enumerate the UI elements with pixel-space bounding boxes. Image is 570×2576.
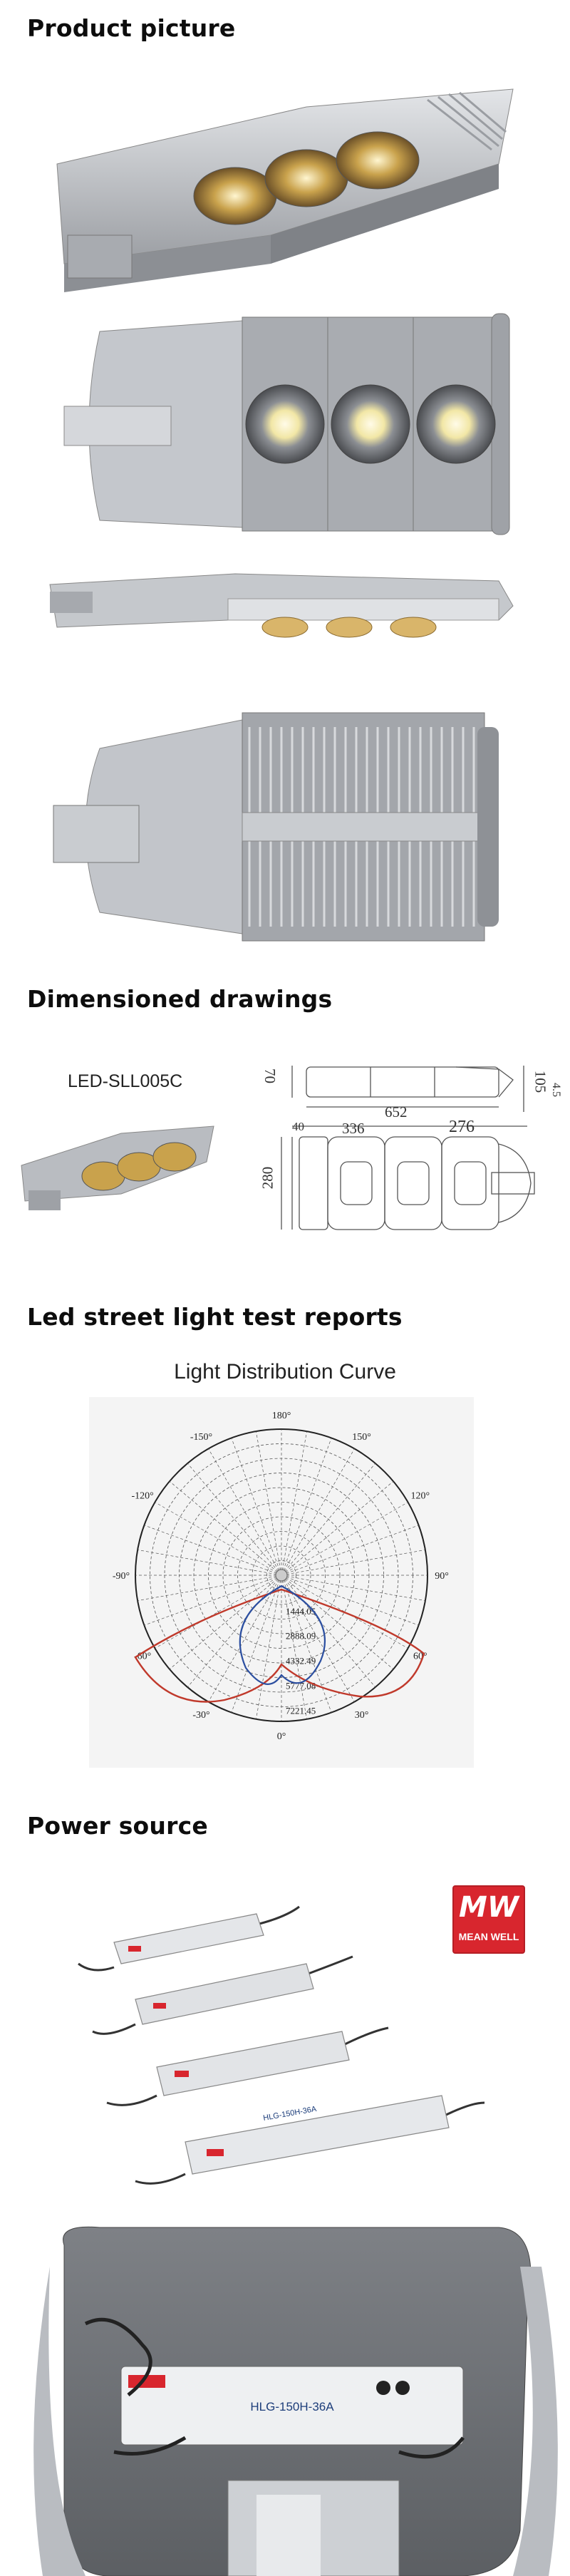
dim-end-height: 105: [532, 1070, 549, 1093]
series-curve-blue: [239, 1585, 326, 1685]
polar-spoke: [281, 1550, 425, 1576]
polar-angle-label: -30°: [192, 1710, 209, 1721]
polar-angle-label: -60°: [134, 1652, 151, 1662]
polar-angle-label: 60°: [413, 1652, 428, 1662]
polar-spoke: [187, 1575, 282, 1688]
polar-spoke: [231, 1438, 282, 1576]
polar-spoke: [169, 1480, 282, 1576]
polar-spoke: [281, 1448, 355, 1576]
polar-radial-label: 7221.45: [286, 1705, 316, 1716]
polar-chart: 180° -150° 150° -120° 120° -90° 90° -60° 60° -30°…: [89, 1397, 474, 1768]
polar-angle-label: 0°: [277, 1731, 286, 1742]
polar-angle-label: 90°: [435, 1571, 449, 1582]
mean-well-mark: MW: [459, 1891, 519, 1924]
polar-angle-label: -90°: [113, 1571, 130, 1582]
polar-spoke: [281, 1438, 332, 1576]
model-number: LED-SLL005C: [68, 1071, 183, 1091]
polar-spoke: [144, 1575, 282, 1626]
polar-spoke: [231, 1575, 282, 1713]
dim-total-length: 652: [385, 1103, 408, 1120]
product-thumbnail: [0, 1108, 570, 1215]
mean-well-logo: MW MEAN WELL: [452, 1885, 525, 1954]
section-title-power-source: Power source: [27, 1812, 208, 1840]
polar-center: [275, 1569, 288, 1582]
dimension-drawing-top: [0, 1123, 570, 1237]
polar-angle-label: -120°: [132, 1491, 154, 1502]
polar-angle-label: 180°: [272, 1411, 291, 1421]
polar-spoke: [155, 1575, 282, 1649]
power-supplies-image: HLG-150H-36A: [0, 1875, 570, 2210]
polar-spoke: [281, 1575, 355, 1702]
driver-model-label: HLG-150H-36A: [250, 2400, 334, 2413]
polar-radial-label: 2888.09: [286, 1631, 316, 1642]
dim-side-height: 70: [261, 1068, 279, 1083]
polar-spoke: [144, 1525, 282, 1576]
polar-spoke: [281, 1480, 394, 1576]
polar-ring: [222, 1516, 341, 1634]
polar-spoke: [187, 1463, 282, 1576]
product-image-angled: [0, 50, 570, 306]
polar-spoke: [281, 1525, 419, 1576]
polar-spoke: [256, 1431, 282, 1576]
polar-angle-label: -150°: [190, 1432, 212, 1443]
dim-flange: 40: [292, 1120, 304, 1133]
polar-spoke: [208, 1575, 282, 1702]
product-image-top: [0, 706, 570, 948]
dim-module-length: 336: [342, 1120, 365, 1137]
product-image-side: [0, 563, 570, 663]
polar-ring: [237, 1531, 326, 1619]
polar-angle-label: 150°: [352, 1432, 371, 1443]
polar-spoke: [281, 1575, 408, 1649]
polar-spoke: [169, 1575, 282, 1670]
dim-end-small: 4.5: [550, 1083, 562, 1097]
polar-spoke: [208, 1448, 282, 1576]
polar-spoke: [138, 1550, 282, 1576]
installed-driver-image: HLG-150H-36A: [0, 2224, 570, 2576]
polar-radial-label: 1444.05: [286, 1606, 316, 1617]
dim-head-length: 276: [449, 1118, 475, 1136]
series-curve-red: [134, 1588, 425, 1703]
polar-spoke: [281, 1502, 408, 1576]
polar-ring: [208, 1502, 355, 1649]
polar-angle-label: 30°: [355, 1710, 369, 1721]
polar-spoke: [281, 1575, 332, 1713]
polar-spoke: [281, 1575, 307, 1719]
polar-spoke: [281, 1575, 419, 1626]
chart-title: Light Distribution Curve: [174, 1360, 396, 1384]
dimension-drawing-side: [0, 1058, 570, 1123]
polar-spoke: [281, 1431, 307, 1576]
dim-width: 280: [259, 1166, 276, 1190]
product-image-bottom: [0, 306, 570, 542]
polar-spoke: [281, 1463, 376, 1576]
polar-spoke: [256, 1575, 282, 1719]
mean-well-name: MEAN WELL: [458, 1931, 519, 1942]
polar-spoke: [138, 1575, 282, 1601]
polar-spoke: [155, 1502, 282, 1576]
polar-spoke: [281, 1575, 425, 1601]
polar-ring: [252, 1545, 311, 1605]
polar-radial-label: 4332.49: [286, 1656, 316, 1666]
polar-spoke: [281, 1575, 394, 1670]
polar-spoke: [281, 1575, 376, 1688]
section-title-dimensioned-drawings: Dimensioned drawings: [27, 985, 333, 1013]
polar-angle-label: 120°: [411, 1491, 430, 1502]
section-title-product-picture: Product picture: [27, 14, 236, 42]
section-title-test-reports: Led street light test reports: [27, 1303, 403, 1331]
